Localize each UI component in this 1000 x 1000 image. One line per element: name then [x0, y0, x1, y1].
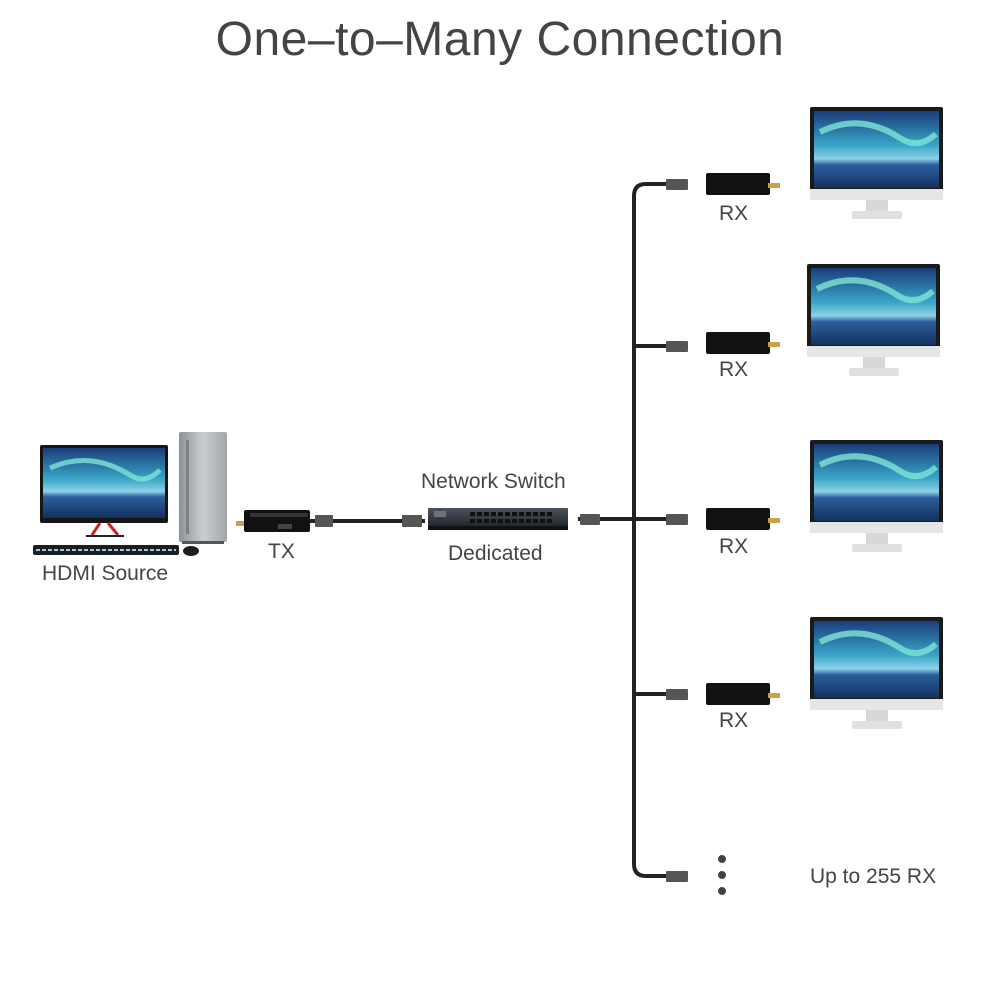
rx-extender-icon: [706, 332, 780, 354]
monitor-icon: [810, 107, 943, 219]
monitor-icon: [40, 445, 168, 537]
rx-label-3: RX: [719, 535, 749, 558]
rx-unit-3: [666, 440, 943, 552]
ethernet-connector-icon: [666, 179, 688, 190]
hdmi-source: [33, 432, 227, 556]
rx-label-4: RX: [719, 709, 749, 732]
keyboard-icon: [33, 545, 179, 555]
ethernet-connector-icon: [580, 514, 600, 525]
diagram-title: One–to–Many Connection: [215, 13, 785, 66]
rx-extender-icon: [706, 508, 780, 530]
monitor-icon: [807, 264, 940, 376]
pc-tower-icon: [179, 432, 227, 544]
rx-unit-more: [666, 855, 726, 895]
network-switch-icon: [428, 508, 568, 530]
up-to-255-rx-label: Up to 255 RX: [810, 865, 937, 888]
rx-extender-icon: [706, 173, 780, 195]
ellipsis-icon: [718, 855, 726, 895]
rx-unit-2: [666, 264, 940, 376]
ethernet-connector-icon: [666, 689, 688, 700]
rx-unit-4: [666, 617, 943, 729]
tx-label: TX: [268, 540, 295, 563]
cable-trunk: [578, 182, 684, 878]
ethernet-connector-icon: [666, 871, 688, 882]
tx-extender-icon: [236, 510, 310, 532]
ethernet-connector-icon: [666, 341, 688, 352]
dedicated-label: Dedicated: [448, 542, 543, 565]
ethernet-connector-icon: [666, 514, 688, 525]
monitor-icon: [810, 440, 943, 552]
monitor-icon: [810, 617, 943, 729]
rx-label-1: RX: [719, 202, 749, 225]
hdmi-source-label: HDMI Source: [42, 562, 169, 585]
rx-extender-icon: [706, 683, 780, 705]
network-switch-label: Network Switch: [421, 470, 566, 493]
mouse-icon: [183, 546, 199, 556]
rx-label-2: RX: [719, 358, 749, 381]
rx-unit-1: [666, 107, 943, 219]
ethernet-connector-icon: [315, 515, 422, 527]
